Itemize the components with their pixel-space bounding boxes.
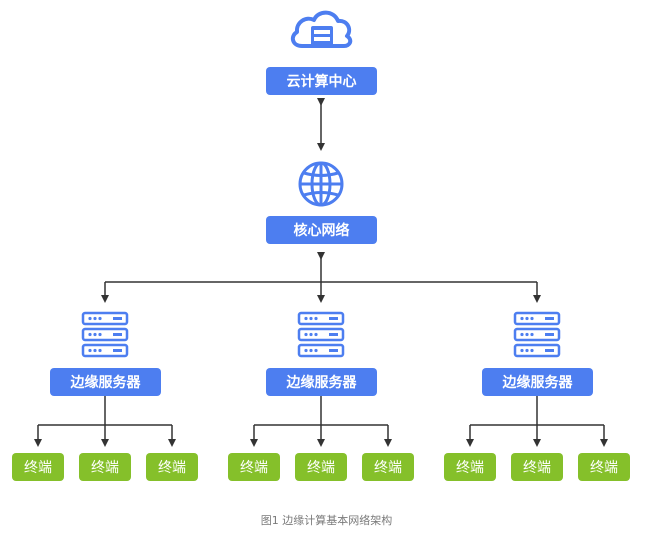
edge-server-node-1: 边缘服务器 <box>50 368 161 396</box>
server-rack-icon <box>297 311 345 358</box>
cloud-server-icon <box>290 10 353 48</box>
terminal-node-8: 终端 <box>511 453 563 481</box>
terminal-fanout-left <box>34 396 176 447</box>
terminal-node-1: 终端 <box>12 453 64 481</box>
server-rack-icon <box>513 311 561 358</box>
terminal-node-9: 终端 <box>578 453 630 481</box>
server-rack-icon <box>81 311 129 358</box>
terminal-node-5: 终端 <box>295 453 347 481</box>
terminal-node-3: 终端 <box>146 453 198 481</box>
terminal-fanout-right <box>466 396 608 447</box>
terminal-node-2: 终端 <box>79 453 131 481</box>
core-network-node: 核心网络 <box>266 216 377 244</box>
globe-icon <box>298 161 344 207</box>
terminal-fanout-middle <box>250 396 392 447</box>
cloud-center-node: 云计算中心 <box>266 67 377 95</box>
edge-server-node-3: 边缘服务器 <box>482 368 593 396</box>
terminal-node-4: 终端 <box>228 453 280 481</box>
terminal-node-6: 终端 <box>362 453 414 481</box>
terminal-node-7: 终端 <box>444 453 496 481</box>
figure-caption: 图1 边缘计算基本网络架构 <box>260 514 393 527</box>
edge-server-node-2: 边缘服务器 <box>266 368 377 396</box>
